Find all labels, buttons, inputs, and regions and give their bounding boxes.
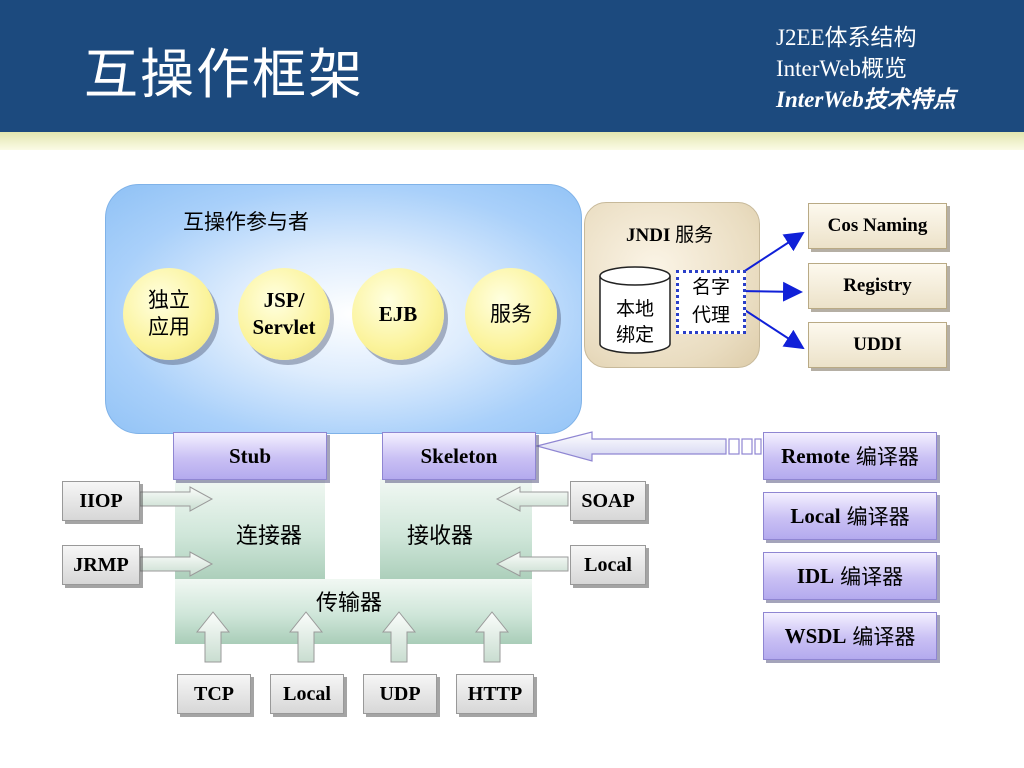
section-nav: J2EE体系结构 InterWeb概览 InterWeb技术特点 xyxy=(776,22,956,115)
naming-cos-naming: Cos Naming xyxy=(808,203,947,249)
name-proxy-box: 名字 代理 xyxy=(676,270,746,334)
compiler-name: Local xyxy=(790,503,841,528)
protocol-local: Local xyxy=(570,545,646,585)
jndi-label-cn: 服务 xyxy=(675,224,714,246)
participant-ejb: EJB xyxy=(352,268,444,360)
protocol-soap: SOAP xyxy=(570,481,646,521)
compiler-to-skeleton-arrow xyxy=(534,431,762,462)
server-protocol-arrows xyxy=(495,486,569,577)
transport-http: HTTP xyxy=(456,674,534,714)
participant-label: 应用 xyxy=(148,315,190,339)
transport-block xyxy=(175,579,532,644)
client-protocol-arrows xyxy=(139,486,214,577)
participant-service: 服务 xyxy=(465,268,557,360)
receiver-label: 接收器 xyxy=(407,524,474,549)
local-binding-cylinder xyxy=(599,266,671,354)
local-binding-label: 本地 绑定 xyxy=(603,296,667,348)
connector-label: 连接器 xyxy=(236,524,303,549)
participant-label: JSP/ xyxy=(263,288,305,312)
nav-item-j2ee[interactable]: J2EE体系结构 xyxy=(776,25,917,50)
name-proxy-line: 代理 xyxy=(691,304,730,326)
title-band xyxy=(0,132,1024,150)
transport-local: Local xyxy=(270,674,344,714)
participant-standalone-app: 独立 应用 xyxy=(123,268,215,360)
title-bar xyxy=(0,0,1024,132)
stub-label: Stub xyxy=(228,443,272,468)
stub-box: Stub xyxy=(173,432,327,480)
transport-tcp: TCP xyxy=(177,674,251,714)
compiler-suffix: 编译器 xyxy=(840,565,904,589)
participant-label: EJB xyxy=(378,301,418,326)
participant-label: 独立 xyxy=(148,288,190,312)
slide-title: 互操作框架 xyxy=(84,43,364,106)
local-binding-line: 本地 xyxy=(615,298,654,320)
participant-label: Servlet xyxy=(252,315,316,339)
naming-uddi: UDDI xyxy=(808,322,947,368)
compiler-suffix: 编译器 xyxy=(852,625,916,649)
compiler-suffix: 编译器 xyxy=(846,505,910,529)
jndi-label-en: JNDI xyxy=(626,225,671,246)
transport-label: 传输器 xyxy=(316,591,383,616)
naming-registry: Registry xyxy=(808,263,947,309)
transport-udp: UDP xyxy=(363,674,437,714)
participants-label: 互操作参与者 xyxy=(183,210,309,234)
skeleton-box: Skeleton xyxy=(382,432,536,480)
compiler-name: WSDL xyxy=(784,623,847,648)
compiler-suffix: 编译器 xyxy=(855,445,919,469)
transport-arrows xyxy=(195,611,510,663)
local-binding-line: 绑定 xyxy=(615,324,654,346)
jndi-label: JNDI 服务 xyxy=(626,220,713,247)
protocol-jrmp: JRMP xyxy=(62,545,140,585)
name-proxy-line: 名字 xyxy=(691,276,730,298)
compiler-name: Remote xyxy=(781,443,850,468)
skeleton-label: Skeleton xyxy=(420,443,498,468)
compiler-name: IDL xyxy=(796,563,835,588)
participant-label: 服务 xyxy=(490,301,532,326)
protocol-iiop: IIOP xyxy=(62,481,140,521)
nav-item-features[interactable]: InterWeb技术特点 xyxy=(776,87,956,112)
nav-item-overview[interactable]: InterWeb概览 xyxy=(776,56,907,81)
participant-jsp-servlet: JSP/ Servlet xyxy=(238,268,330,360)
